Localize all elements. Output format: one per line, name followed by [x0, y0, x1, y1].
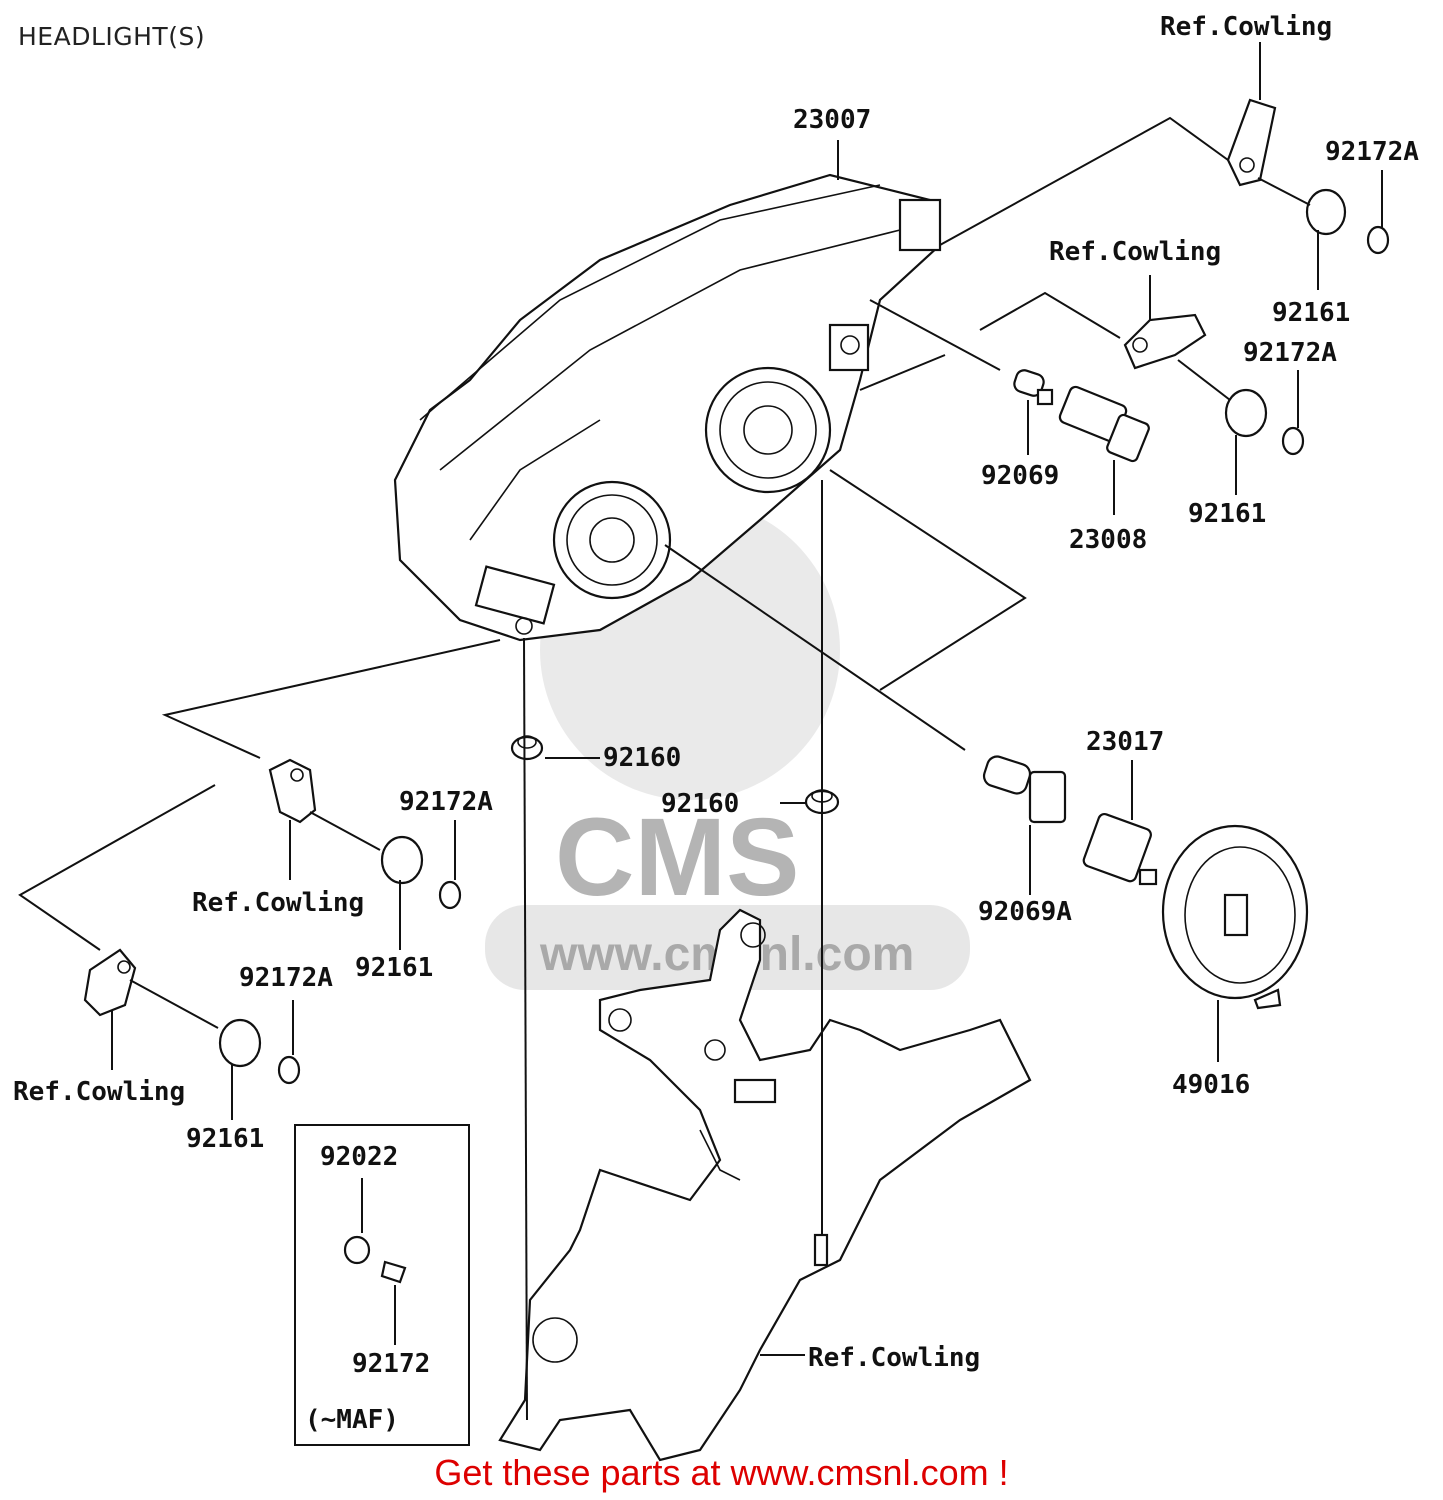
label-92161-2[interactable]: 92161 — [1188, 499, 1266, 529]
label-92069[interactable]: 92069 — [981, 461, 1059, 491]
socket-23008[interactable] — [1058, 385, 1150, 463]
label-maf: (~MAF) — [305, 1405, 399, 1435]
label-23008[interactable]: 23008 — [1069, 525, 1147, 555]
stay-left-upper[interactable] — [268, 758, 462, 910]
label-49016[interactable]: 49016 — [1172, 1070, 1250, 1100]
label-92161-1[interactable]: 92161 — [1272, 298, 1350, 328]
label-23007[interactable]: 23007 — [793, 105, 871, 135]
part-labels: 23007 Ref.Cowling 92172A 92161 Ref.Cowli… — [13, 12, 1419, 1435]
label-92172a-1[interactable]: 92172A — [1325, 137, 1419, 167]
bulb-92069a[interactable] — [981, 754, 1067, 824]
cap-49016[interactable] — [1161, 824, 1309, 1010]
label-92022[interactable]: 92022 — [320, 1142, 398, 1172]
stay-left-lower[interactable] — [83, 948, 301, 1085]
socket-23017[interactable] — [1082, 812, 1158, 886]
label-92172[interactable]: 92172 — [352, 1349, 430, 1379]
label-92161-4[interactable]: 92161 — [186, 1124, 264, 1154]
watermark-brand: CMS — [555, 796, 799, 919]
footer-link[interactable]: Get these parts at www.cmsnl.com ! — [434, 1452, 1009, 1493]
headlight-bracket[interactable] — [498, 908, 1032, 1462]
leader-lines — [18, 42, 1383, 1421]
inset-maf-box — [294, 1124, 470, 1446]
label-92069a[interactable]: 92069A — [978, 897, 1072, 927]
grommet-92160-left[interactable] — [510, 735, 544, 761]
label-92172a-3[interactable]: 92172A — [399, 787, 493, 817]
label-92160-1[interactable]: 92160 — [603, 743, 681, 773]
bulb-92069[interactable] — [1012, 368, 1054, 406]
label-ref-cowling-top[interactable]: Ref.Cowling — [1160, 12, 1332, 42]
stay-middle-right[interactable] — [1123, 313, 1305, 456]
label-ref-cowling-bottom[interactable]: Ref.Cowling — [808, 1343, 980, 1373]
label-92160-2[interactable]: 92160 — [661, 789, 739, 819]
page-title: HEADLIGHT(S) — [18, 22, 206, 51]
label-92172a-4[interactable]: 92172A — [239, 963, 333, 993]
label-92172a-2[interactable]: 92172A — [1243, 338, 1337, 368]
label-ref-cowling-left[interactable]: Ref.Cowling — [192, 888, 364, 918]
label-ref-cowling-lower-left[interactable]: Ref.Cowling — [13, 1077, 185, 1107]
label-23017[interactable]: 23017 — [1086, 727, 1164, 757]
headlight-assembly-23007[interactable] — [393, 173, 942, 642]
label-92161-3[interactable]: 92161 — [355, 953, 433, 983]
label-ref-cowling-middle[interactable]: Ref.Cowling — [1049, 237, 1221, 267]
stay-upper-right[interactable] — [1226, 98, 1390, 255]
